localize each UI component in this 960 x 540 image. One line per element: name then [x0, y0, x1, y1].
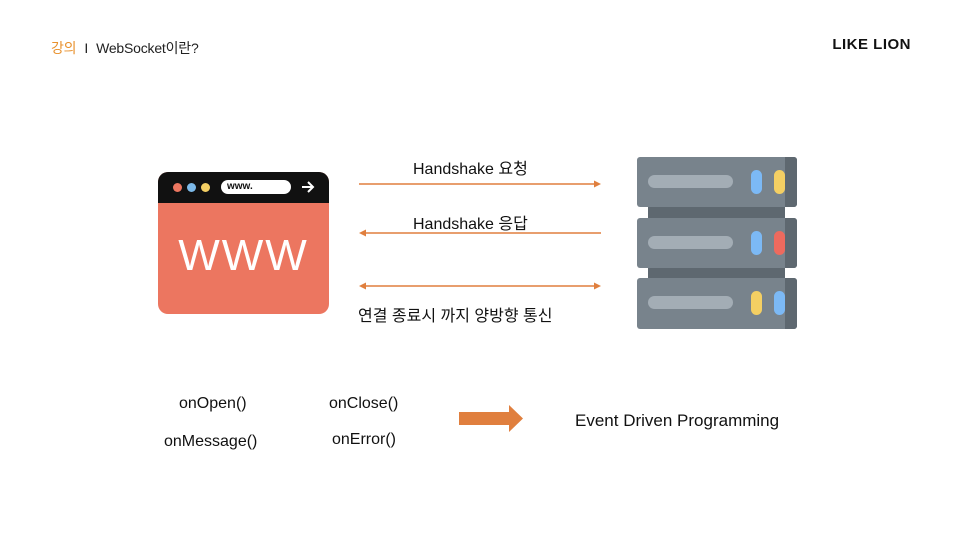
page-title: WebSocket이란?: [96, 40, 199, 56]
bidirectional-arrow: [359, 282, 601, 290]
breadcrumb-separator: I: [84, 40, 89, 56]
likelion-logo: LIKE LION: [832, 36, 911, 53]
event-driven-arrow: [459, 405, 523, 432]
status-led: [774, 170, 785, 194]
response-arrow: [359, 229, 601, 237]
status-led: [774, 291, 785, 315]
status-led: [751, 231, 762, 255]
drive-slot: [648, 175, 733, 188]
bidirectional-communication-label: 연결 종료시 까지 양방향 통신: [358, 308, 553, 325]
window-dot-blue: [187, 183, 196, 192]
status-led: [751, 291, 762, 315]
handshake-response-label: Handshake 응답: [413, 216, 528, 233]
drive-slot: [648, 296, 733, 309]
on-error-handler: onError(): [332, 431, 397, 448]
window-dot-red: [173, 183, 182, 192]
on-close-handler: onClose(): [329, 395, 399, 412]
breadcrumb: 강의 I WebSocket이란?: [51, 38, 199, 58]
status-led: [774, 231, 785, 255]
server-rack-unit: [637, 218, 797, 268]
server-rack-unit: [637, 278, 797, 329]
browser-address-bar: www.: [158, 172, 329, 203]
event-driven-programming-label: Event Driven Programming: [575, 411, 780, 430]
window-dot-yellow: [201, 183, 210, 192]
browser-www-text: WWW: [178, 231, 309, 280]
on-message-handler: onMessage(): [164, 433, 258, 450]
handshake-request-label: Handshake 요청: [413, 161, 528, 178]
go-arrow-icon: [302, 181, 315, 193]
browser-illustration: www. WWW: [158, 172, 329, 314]
drive-slot: [648, 236, 733, 249]
status-led: [751, 170, 762, 194]
server-icon: [637, 157, 797, 329]
on-open-handler: onOpen(): [179, 395, 247, 412]
browser-url-field: www.: [221, 180, 291, 194]
request-arrow: [359, 180, 601, 188]
breadcrumb-category: 강의: [51, 40, 77, 56]
server-rack-unit: [637, 157, 797, 207]
